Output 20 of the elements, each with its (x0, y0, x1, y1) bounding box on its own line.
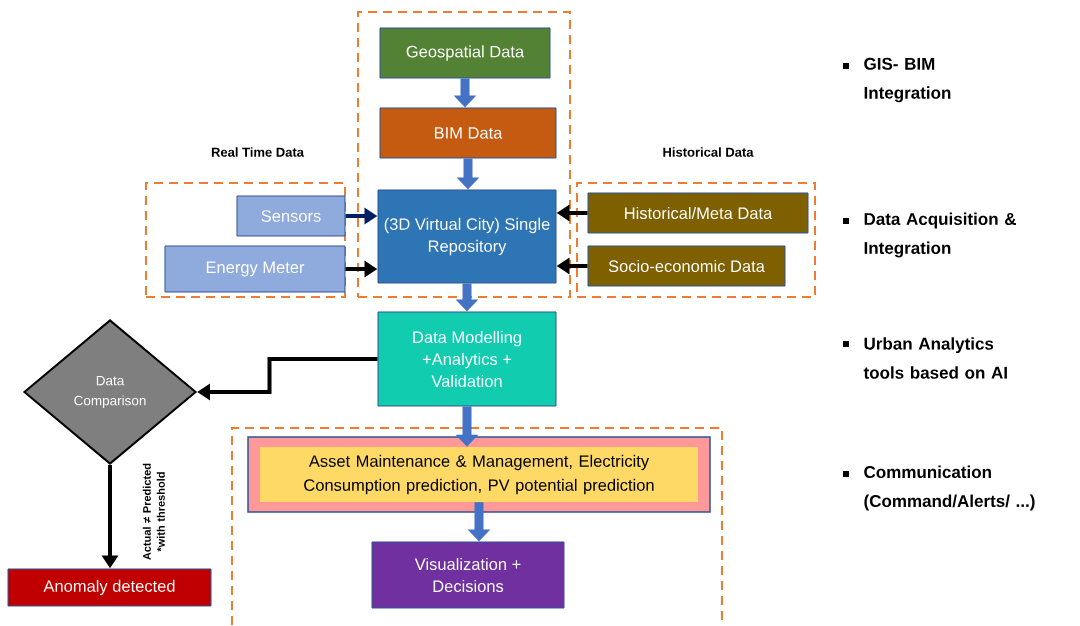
process-box: Socio-economic Data (587, 245, 786, 287)
process-box: Energy Meter (164, 245, 346, 293)
process-box: Asset Maintenance & Management, Electricity Consumption prediction, PV potential prediction (247, 436, 711, 513)
process-box: Sensors (236, 195, 346, 237)
bullet-item: Urban Analytics tools based on AI (843, 337, 1007, 379)
bullet-item: Data Acquisition & Integration (843, 212, 1016, 258)
group-heading: Historical Data (663, 147, 754, 157)
dashed-group-box (231, 427, 723, 626)
bullet-item: GIS- BIM Integration (843, 57, 951, 103)
group-heading: Real Time Data (211, 147, 305, 157)
edge-label: Actual ≠ Predicted *with threshold (142, 463, 165, 560)
process-box: Visualization + Decisions (371, 541, 565, 609)
process-box: Geospatial Data (379, 27, 551, 79)
dashed-group-box (357, 11, 571, 298)
process-box: BIM Data (379, 107, 557, 159)
process-box: Data Modelling +Analytics + Validation (377, 311, 557, 407)
process-box: Anomaly detected (7, 568, 212, 607)
bullet-item: Communication (Command/Alerts/ ...) (843, 465, 1035, 511)
process-box: Historical/Meta Data (587, 192, 809, 234)
process-box: (3D Virtual City) Single Repository (377, 189, 557, 284)
